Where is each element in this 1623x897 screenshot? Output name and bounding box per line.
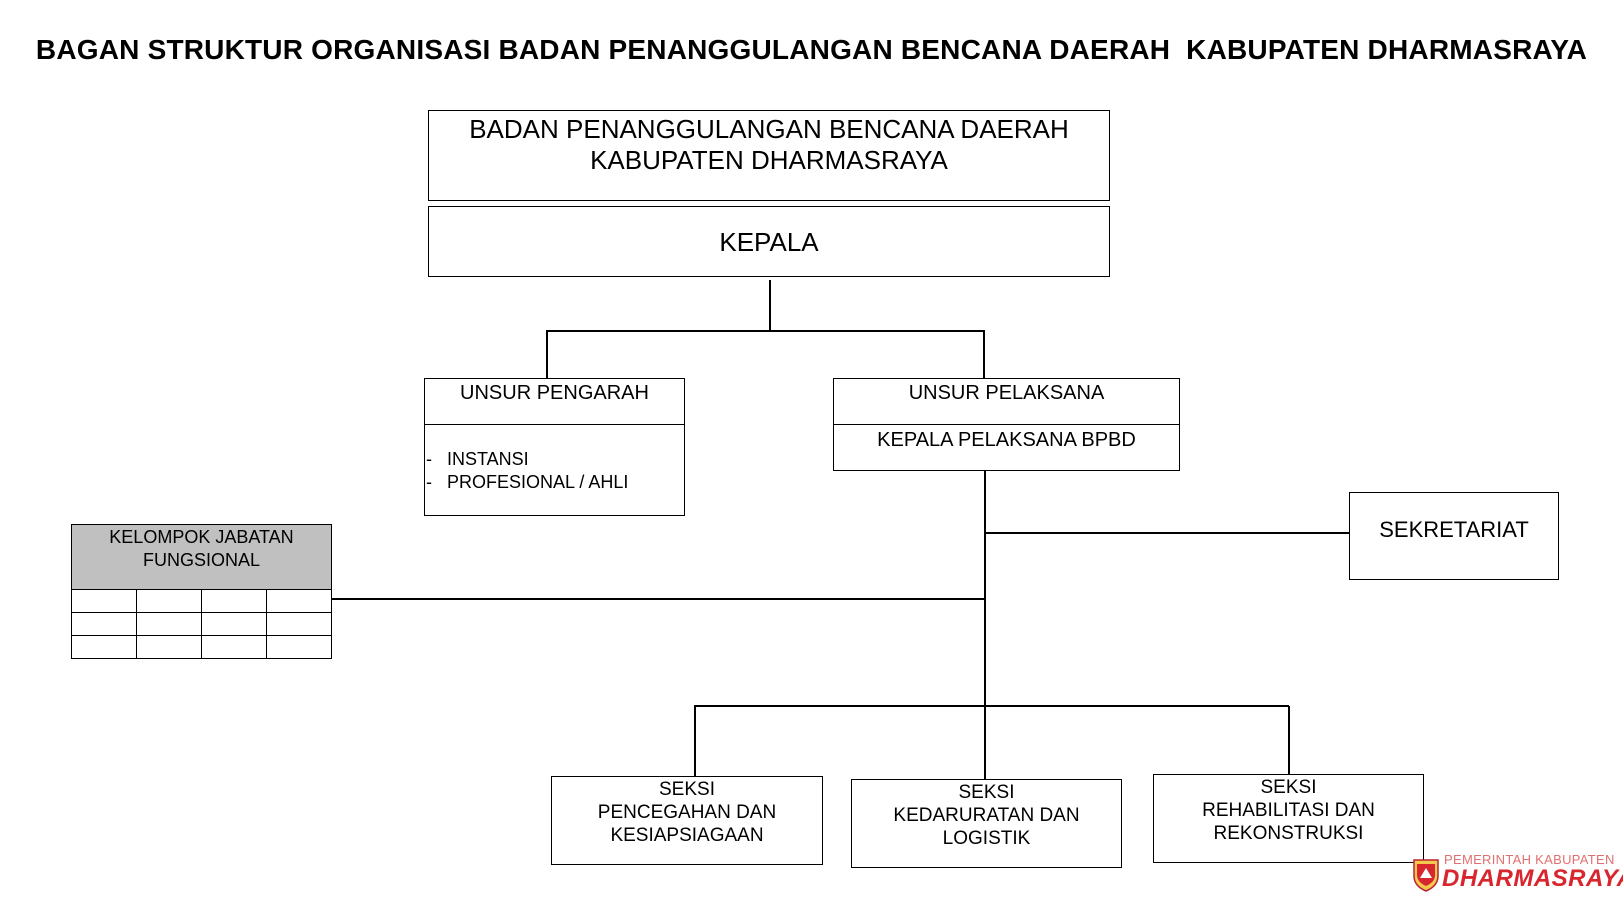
grid-cell (201, 612, 267, 636)
list-item-profesional: PROFESIONAL / AHLI (447, 472, 629, 492)
seksi-name-line2: REKONSTRUKSI (1213, 823, 1364, 844)
logo-text-small: PEMERINTAH KABUPATEN (1444, 852, 1615, 867)
unsur-pelaksana-title: UNSUR PELAKSANA (834, 379, 1179, 425)
kepala-label: KEPALA (719, 227, 819, 257)
seksi-name-line2: LOGISTIK (942, 828, 1031, 849)
grid-cell (201, 635, 267, 659)
logo-text-big: DHARMASRAYA (1442, 865, 1623, 892)
grid-row (71, 612, 332, 636)
grid-row (71, 635, 332, 659)
list-bullet: - (426, 472, 432, 492)
grid-cell (201, 589, 267, 613)
seksi-label: SEKSI (1260, 777, 1317, 798)
kelompok-jabatan-grid (71, 589, 332, 659)
agency-box: BADAN PENANGGULANGAN BENCANA DAERAH KABU… (428, 110, 1110, 201)
seksi-kedaruratan-box: SEKSI KEDARURATAN DAN LOGISTIK (851, 779, 1122, 868)
list-bullet: - (426, 449, 432, 469)
agency-name-line1: BADAN PENANGGULANGAN BENCANA DAERAH (469, 114, 1069, 144)
unsur-pelaksana-box: UNSUR PELAKSANA KEPALA PELAKSANA BPBD (833, 378, 1180, 471)
seksi-name-line1: KEDARURATAN DAN (893, 805, 1080, 826)
agency-name-line2: KABUPATEN DHARMASRAYA (590, 145, 948, 175)
list-item-instansi: INSTANSI (447, 449, 529, 469)
grid-cell (71, 589, 137, 613)
grid-cell (71, 635, 137, 659)
kepala-pelaksana-label: KEPALA PELAKSANA BPBD (877, 429, 1136, 451)
seksi-name-line2: KESIAPSIAGAAN (610, 825, 764, 846)
grid-row (71, 589, 332, 613)
dharmasraya-emblem-icon (1413, 859, 1439, 892)
seksi-label: SEKSI (958, 782, 1015, 803)
grid-cell (266, 612, 332, 636)
grid-cell (136, 612, 202, 636)
kelompok-jabatan-line1: KELOMPOK JABATAN (109, 527, 294, 547)
sekretariat-box: SEKRETARIAT (1349, 492, 1559, 580)
kepala-box: KEPALA (428, 206, 1110, 277)
seksi-rehabilitasi-box: SEKSI REHABILITASI DAN REKONSTRUKSI (1153, 774, 1424, 863)
seksi-label: SEKSI (659, 779, 715, 800)
sekretariat-label: SEKRETARIAT (1379, 517, 1529, 542)
grid-cell (136, 589, 202, 613)
grid-cell (266, 589, 332, 613)
grid-cell (71, 612, 137, 636)
seksi-name-line1: REHABILITASI DAN (1202, 800, 1375, 821)
seksi-name-line1: PENCEGAHAN DAN (597, 802, 777, 823)
grid-cell (136, 635, 202, 659)
unsur-pengarah-title: UNSUR PENGARAH (425, 379, 684, 425)
kelompok-jabatan-box: KELOMPOK JABATAN FUNGSIONAL (71, 524, 332, 590)
grid-cell (266, 635, 332, 659)
chart-title: BAGAN STRUKTUR ORGANISASI BADAN PENANGGU… (35, 34, 1588, 65)
logo: PEMERINTAH KABUPATEN DHARMASRAYA (1412, 848, 1623, 894)
unsur-pengarah-box: UNSUR PENGARAH - INSTANSI - PROFESIONAL … (424, 378, 685, 516)
kelompok-jabatan-line2: FUNGSIONAL (142, 550, 261, 570)
seksi-pencegahan-box: SEKSI PENCEGAHAN DAN KESIAPSIAGAAN (551, 776, 823, 865)
